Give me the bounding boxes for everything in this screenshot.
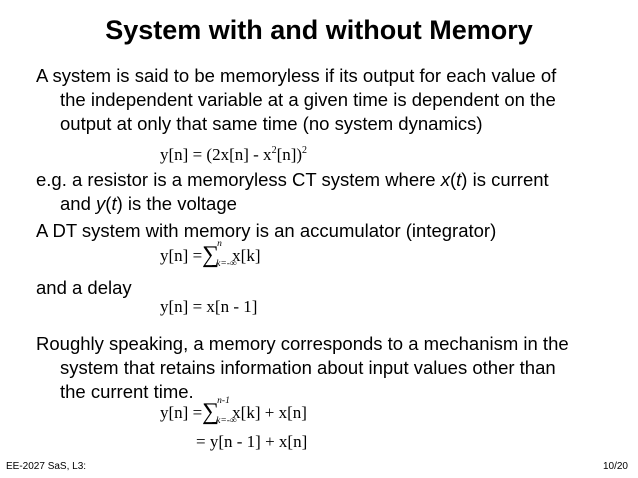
sigma-symbol: ∑ — [202, 242, 220, 268]
equation-text: x[k] + x[n] — [232, 403, 307, 422]
sigma-symbol: ∑ — [202, 399, 220, 425]
text-fragment: and — [60, 193, 97, 214]
text-fragment: ) is current — [461, 169, 549, 190]
slide-title: System with and without Memory — [105, 15, 533, 45]
equation-accumulator: y[n] =∑n k=-∞x[k] — [160, 239, 261, 269]
text-line: system that retains information about in… — [60, 357, 556, 378]
summation: ∑n-1 k=-∞ — [202, 396, 237, 426]
text-line: and a delay — [36, 277, 132, 298]
text-fragment: ) is the voltage — [116, 193, 237, 214]
footer-course-label: EE-2027 SaS, L3: — [6, 461, 87, 472]
summation: ∑n k=-∞ — [202, 239, 237, 269]
equation-delay: y[n] = x[n - 1] — [160, 297, 257, 317]
text-line: the independent variable at a given time… — [60, 89, 556, 110]
resistor-example: e.g. a resistor is a memoryless CT syste… — [36, 168, 549, 216]
sum-upper-limit: n-1 — [217, 396, 230, 406]
variable-t: t — [111, 193, 117, 214]
variable-y: y — [96, 193, 106, 214]
text-line: the current time. — [60, 381, 194, 402]
equation-recursive-form: = y[n - 1] + x[n] — [196, 432, 307, 452]
equation-accumulator-recursive: y[n] =∑n-1 k=-∞x[k] + x[n] — [160, 396, 307, 426]
equation-memoryless: y[n] = (2x[n] - x2[n])2 — [160, 141, 307, 165]
footer-page-number: 10/20 — [602, 461, 628, 472]
equation-text: y[n] = — [160, 403, 203, 422]
delay-intro: and a delay — [36, 276, 132, 300]
text-fragment: ( — [105, 193, 112, 214]
equation-text: y[n] = (2x[n] - x — [160, 145, 272, 164]
text-fragment: ( — [449, 169, 457, 190]
equation-text: y[n] = x[n - 1] — [160, 297, 258, 316]
memoryless-definition: A system is said to be memoryless if its… — [36, 64, 556, 136]
text-line: output at only that same time (no system… — [60, 113, 483, 134]
text-line: e.g. a resistor is a memoryless CT syste… — [36, 168, 549, 192]
sum-lower-limit: k=-∞ — [216, 259, 237, 269]
sum-lower-limit: k=-∞ — [216, 416, 237, 426]
text-line: A system is said to be memoryless if its… — [36, 65, 557, 86]
text-line: and y(t) is the voltage — [36, 192, 549, 216]
exponent: 2 — [271, 145, 277, 156]
text-line: A DT system with memory is an accumulato… — [36, 220, 497, 241]
memory-explanation: Roughly speaking, a memory corresponds t… — [36, 332, 569, 404]
equation-text: y[n] = — [160, 246, 203, 265]
text-line: Roughly speaking, a memory corresponds t… — [36, 333, 569, 354]
equation-text: x[k] — [232, 246, 261, 265]
equation-text: = y[n - 1] + x[n] — [196, 432, 308, 451]
equation-text: [n]) — [276, 145, 303, 164]
sum-upper-limit: n — [217, 239, 222, 249]
accumulator-intro: A DT system with memory is an accumulato… — [36, 219, 496, 243]
variable-x: x — [440, 169, 450, 190]
exponent: 2 — [302, 145, 308, 156]
variable-t: t — [456, 169, 462, 190]
text-fragment: e.g. a resistor is a memoryless CT syste… — [36, 169, 441, 190]
